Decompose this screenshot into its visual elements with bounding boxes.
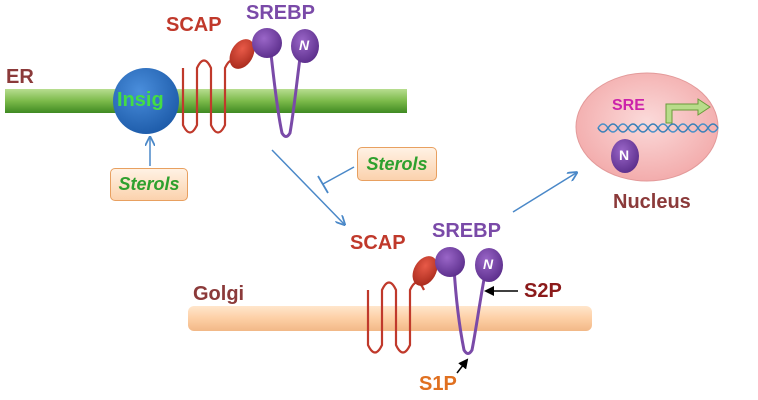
sterols-inhibition-line: [322, 166, 355, 185]
scap-golgi-domain: [412, 256, 438, 286]
er-label: ER: [6, 66, 34, 88]
s1p-label: S1P: [419, 373, 457, 395]
nuclear-srebp-n-domain: [611, 139, 639, 173]
s1p-cleavage-arrow: [456, 358, 469, 374]
er-membrane: [5, 89, 407, 113]
insig-protein: [113, 68, 179, 134]
scap-er-domain: [229, 39, 255, 69]
er-to-golgi-arrow: [271, 149, 344, 224]
sre-label: SRE: [612, 97, 645, 114]
sterols-mid-label: Sterols: [366, 153, 428, 174]
n-golgi-label: N: [483, 256, 494, 272]
nucleus-label: Nucleus: [613, 191, 691, 213]
golgi-label: Golgi: [193, 283, 245, 305]
dna-strand-b: [597, 123, 719, 133]
scap-er-coil: [181, 59, 240, 134]
sterols-mid-box: Sterols: [357, 147, 437, 181]
srebp-er-tail: [269, 53, 302, 138]
golgi-membrane: [188, 306, 592, 331]
golgi-to-nucleus-arrow: [512, 173, 576, 213]
srebp-er-domain: [252, 28, 282, 58]
transcription-start-arrow: [665, 98, 711, 124]
scap-er-label: SCAP: [166, 14, 222, 36]
insig-label: Insig: [117, 89, 164, 111]
srebp-golgi-domain: [435, 247, 465, 277]
sterols-left-label: Sterols: [118, 174, 180, 194]
sterols-left-box: Sterols: [110, 168, 188, 201]
srebp-er-label: SREBP: [246, 2, 315, 24]
scap-golgi-label: SCAP: [350, 232, 406, 254]
srebp-golgi-n-domain: [475, 248, 503, 282]
scap-golgi-coil: [366, 281, 425, 354]
n-nucleus-label: N: [619, 147, 630, 163]
s2p-label: S2P: [524, 280, 562, 302]
srebp-golgi-tail: [452, 267, 487, 355]
srebp-er-n-domain: [291, 29, 319, 63]
inhibition-bar: [317, 175, 329, 194]
srebp-golgi-label: SREBP: [432, 220, 501, 242]
n-er-label: N: [299, 37, 310, 53]
